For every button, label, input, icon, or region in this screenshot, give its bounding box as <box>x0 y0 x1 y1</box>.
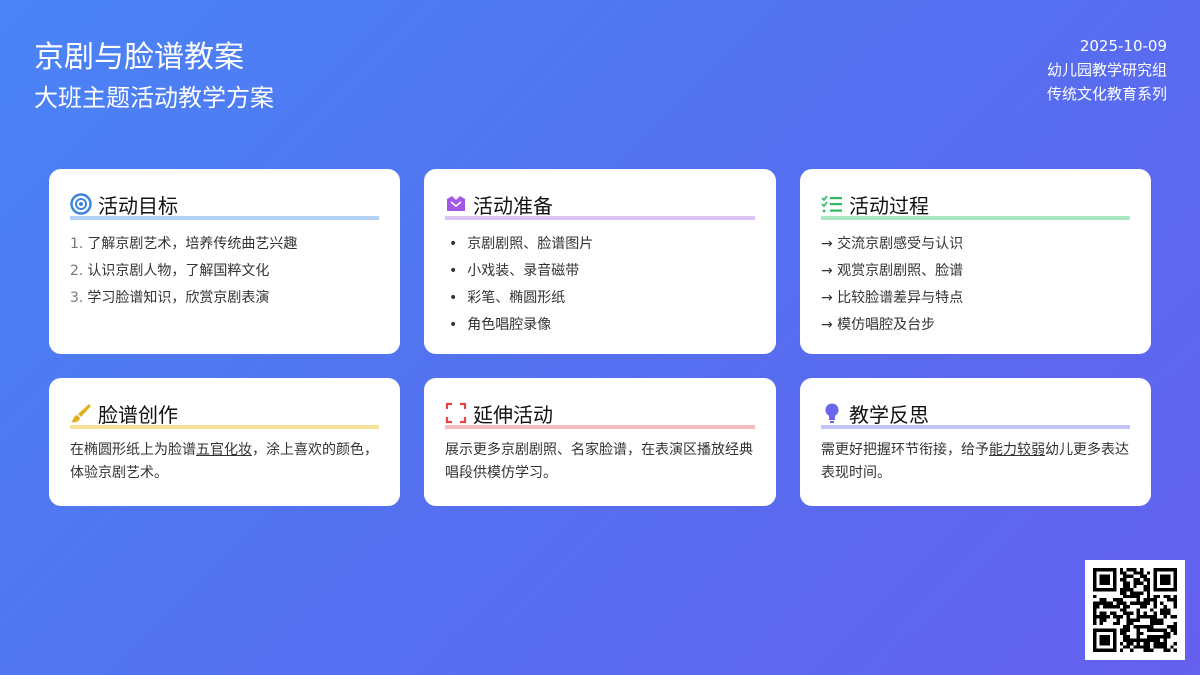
box-icon <box>447 196 465 211</box>
card-title: 活动过程 <box>849 193 929 218</box>
card-reflection: 教学反思 需更好把握环节衔接，给予能力较弱幼儿更多表达表现时间。 <box>800 378 1151 506</box>
header-meta: 2025-10-09 幼儿园教学研究组 传统文化教育系列 <box>1047 34 1167 106</box>
list-item: 3.学习脸谱知识，欣赏京剧表演 <box>70 290 270 306</box>
checklist-icon <box>821 195 842 213</box>
qr-code[interactable] <box>1085 560 1185 660</box>
card-preparation: 活动准备 京剧剧照、脸谱图片 小戏装、录音磁带 彩笔、椭圆形纸 角色唱腔录像 <box>424 169 776 354</box>
organization: 幼儿园教学研究组 <box>1046 61 1167 79</box>
card-process: 活动过程 → 交流京剧感受与认识 → 观赏京剧剧照、脸谱 → 比较脸谱差异与特点… <box>800 169 1151 354</box>
list-item: → 交流京剧感受与认识 <box>821 236 964 252</box>
card-title: 脸谱创作 <box>98 402 178 427</box>
paintbrush-icon <box>71 404 91 423</box>
card-title: 教学反思 <box>849 402 929 427</box>
page-title: 京剧与脸谱教案 <box>34 40 244 75</box>
card-text: 在椭圆形纸上为脸谱五官化妆，涂上喜欢的颜色，体验京剧艺术。 <box>70 442 378 481</box>
lightbulb-icon <box>825 403 839 423</box>
list-item: 1.了解京剧艺术，培养传统曲艺兴趣 <box>70 236 298 252</box>
list-item: → 比较脸谱差异与特点 <box>821 290 964 306</box>
card-text: 需更好把握环节衔接，给予能力较弱幼儿更多表达表现时间。 <box>821 442 1129 481</box>
date: 2025-10-09 <box>1079 37 1167 55</box>
list-item: 角色唱腔录像 <box>445 312 755 339</box>
list-item: 彩笔、椭圆形纸 <box>445 285 755 312</box>
card-title: 活动目标 <box>98 193 178 218</box>
list-item: 小戏装、录音磁带 <box>445 258 755 285</box>
card-title: 活动准备 <box>473 193 553 218</box>
target-icon <box>70 193 92 215</box>
series: 传统文化教育系列 <box>1046 85 1167 103</box>
card-title: 延伸活动 <box>473 402 553 427</box>
list-item: 2.认识京剧人物，了解国粹文化 <box>70 263 270 279</box>
card-text: 展示更多京剧剧照、名家脸谱，在表演区播放经典唱段供模仿学习。 <box>445 442 753 481</box>
card-goals: 活动目标 1.了解京剧艺术，培养传统曲艺兴趣 2.认识京剧人物，了解国粹文化 3… <box>49 169 400 354</box>
page-subtitle: 大班主题活动教学方案 <box>34 84 274 112</box>
expand-icon <box>445 402 467 424</box>
card-extension: 延伸活动 展示更多京剧剧照、名家脸谱，在表演区播放经典唱段供模仿学习。 <box>424 378 776 506</box>
list-item: 京剧剧照、脸谱图片 <box>445 231 755 258</box>
list-item: → 观赏京剧剧照、脸谱 <box>821 263 964 279</box>
list-item: → 模仿唱腔及台步 <box>821 317 936 333</box>
card-creation: 脸谱创作 在椭圆形纸上为脸谱五官化妆，涂上喜欢的颜色，体验京剧艺术。 <box>49 378 400 506</box>
